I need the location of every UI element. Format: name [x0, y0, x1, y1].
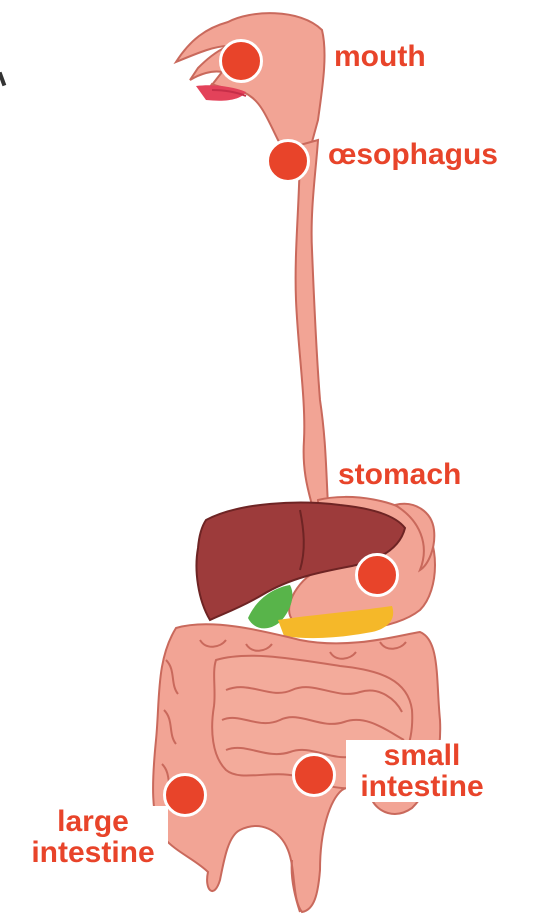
oesophagus-tube [296, 140, 328, 505]
label-small-intestine-line1: small [346, 740, 498, 771]
mouth-marker [219, 39, 263, 83]
label-stomach: stomach [338, 460, 461, 490]
label-small-intestine: small intestine [346, 740, 498, 802]
label-large-intestine-line2: intestine [18, 837, 168, 868]
small-intestine-marker [292, 753, 336, 797]
label-oesophagus: œsophagus [328, 140, 498, 170]
large-intestine-marker [163, 773, 207, 817]
stomach-marker [355, 553, 399, 597]
oesophagus-marker [266, 139, 310, 183]
label-large-intestine-line1: large [18, 806, 168, 837]
label-small-intestine-line2: intestine [346, 771, 498, 802]
label-mouth: mouth [334, 42, 426, 72]
label-large-intestine: large intestine [18, 806, 168, 868]
